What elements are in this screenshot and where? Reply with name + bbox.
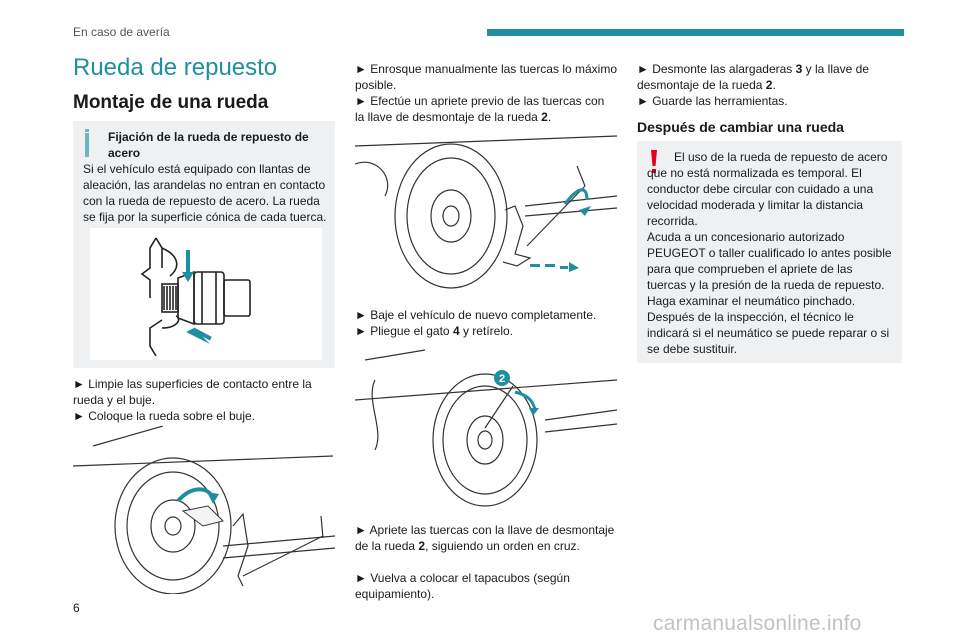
step-remove-text-2: y la llave de desmontaje de la rueda bbox=[637, 62, 870, 92]
step-tighten-end: , siguiendo un orden en cruz. bbox=[425, 539, 580, 553]
info-title: Fijación de la rueda de repuesto de acer… bbox=[108, 130, 309, 160]
jack-ref: 4 bbox=[452, 324, 460, 338]
step-place-wheel: ► Coloque la rueda sobre el buje. bbox=[73, 409, 255, 423]
warning-paragraph-2: Acuda a un concesionario autorizado PEUG… bbox=[647, 230, 892, 292]
step-fold-jack-text: ► Pliegue el gato bbox=[355, 324, 453, 338]
warning-icon bbox=[651, 150, 657, 173]
chapter-header: En caso de avería bbox=[73, 25, 170, 39]
step-store-tools: ► Guarde las herramientas. bbox=[637, 94, 788, 108]
info-icon-bar bbox=[85, 133, 89, 157]
step-pretighten-end: . bbox=[547, 110, 552, 124]
step-refit-hubcap: ► Vuelva a colocar el tapacubos (según e… bbox=[355, 571, 570, 601]
page-title: Rueda de repuesto bbox=[73, 54, 278, 81]
wheel-nut-illustration bbox=[90, 228, 322, 360]
extension-ref: 3 bbox=[795, 62, 803, 76]
after-change-title: Después de cambiar una rueda bbox=[637, 119, 844, 135]
warning-paragraph-3: Haga examinar el neumático pinchado. Des… bbox=[647, 294, 890, 356]
page-number: 6 bbox=[73, 601, 80, 615]
wheel-tighten-illustration: 2 bbox=[354, 340, 618, 510]
step-remove-extensions: ► Desmonte las alargaderas 3 y la llave … bbox=[637, 61, 902, 93]
step-remove-text: ► Desmonte las alargaderas bbox=[637, 62, 796, 76]
wrench-ref: 2 bbox=[541, 110, 548, 124]
wrench-ref-3: 2 bbox=[765, 78, 773, 92]
step-fold-jack: ► Pliegue el gato 4 y retírelo. bbox=[355, 323, 617, 339]
step-screw-nuts: ► Enrosque manualmente las tuercas lo má… bbox=[355, 62, 617, 92]
warning-text: El uso de la rueda de repuesto de acero … bbox=[647, 149, 895, 357]
step-tighten-cross: ► Apriete las tuercas con la llave de de… bbox=[355, 522, 617, 554]
info-text: Si el vehículo está equipado con llantas… bbox=[83, 162, 327, 224]
wheel-mounting-illustration bbox=[72, 425, 336, 595]
figure-callout-2: 2 bbox=[499, 373, 505, 385]
step-tighten-text: ► Apriete las tuercas con la llave de de… bbox=[355, 523, 615, 553]
step-fold-jack-end: y retírelo. bbox=[459, 324, 513, 338]
step-clean-surfaces: ► Limpie las superficies de contacto ent… bbox=[73, 377, 312, 407]
header-accent-bar bbox=[487, 29, 904, 36]
info-icon bbox=[85, 129, 89, 132]
section-title: Montaje de una rueda bbox=[73, 92, 269, 113]
wheel-pretighten-illustration bbox=[354, 126, 618, 292]
step-pretighten: ► Efectúe un apriete previo de las tuerc… bbox=[355, 93, 617, 125]
warning-paragraph-1: El uso de la rueda de repuesto de acero … bbox=[647, 150, 888, 228]
info-box: Fijación de la rueda de repuesto de acer… bbox=[73, 121, 335, 368]
wrench-ref-2: 2 bbox=[418, 539, 426, 553]
step-remove-end: . bbox=[772, 78, 776, 92]
watermark: carmanualsonline.info bbox=[653, 612, 862, 635]
step-pretighten-text: ► Efectúe un apriete previo de las tuerc… bbox=[355, 94, 605, 124]
step-lower-vehicle: ► Baje el vehículo de nuevo completament… bbox=[355, 308, 597, 322]
warning-box: El uso de la rueda de repuesto de acero … bbox=[637, 141, 902, 363]
